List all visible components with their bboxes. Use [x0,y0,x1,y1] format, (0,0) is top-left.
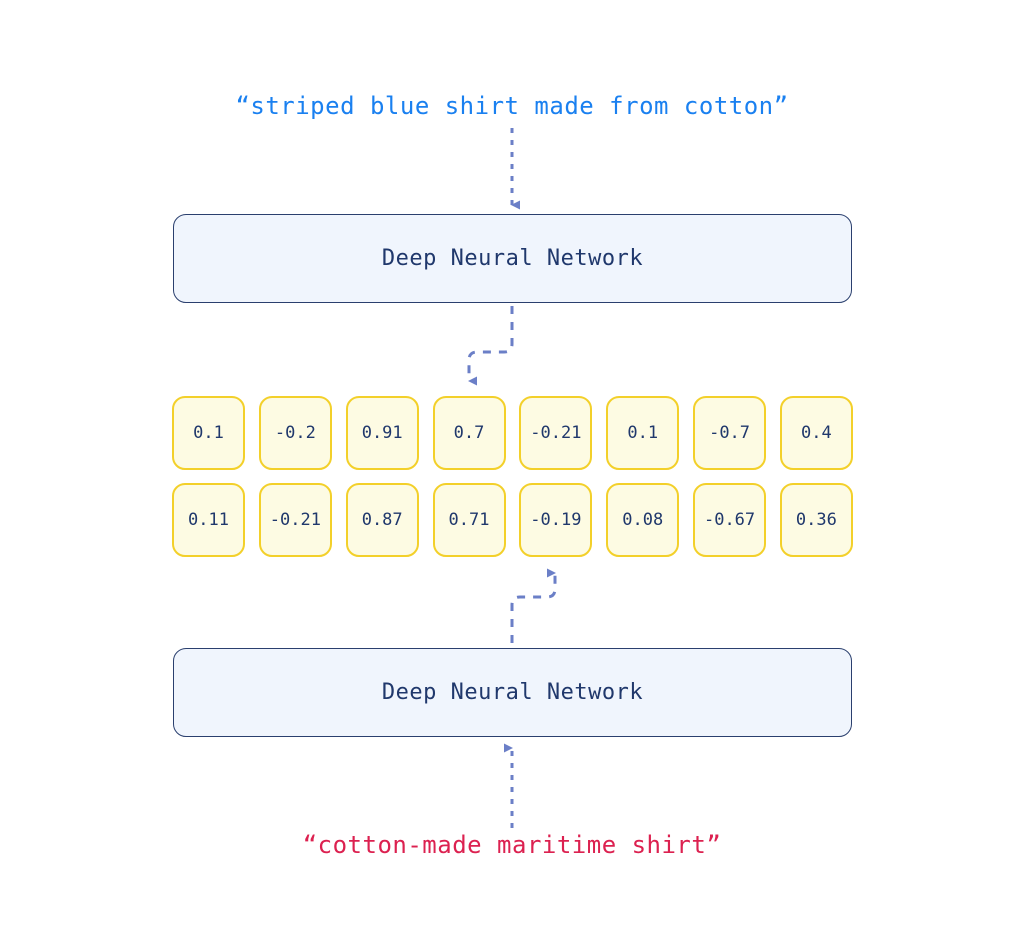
vector-cell: 0.08 [606,483,680,557]
vector-cell: -0.2 [258,396,332,470]
vector-cell: -0.21 [258,483,332,557]
embedding-vector-row-top: 0.1 -0.2 0.91 0.7 -0.21 0.1 -0.7 0.4 [172,396,853,470]
vector-cell: -0.21 [519,396,593,470]
arrow-network-to-vector-row-1 [467,306,514,386]
embedding-vector-row-bottom: 0.11 -0.21 0.87 0.71 -0.19 0.08 -0.67 0.… [172,483,853,557]
vector-cell: -0.19 [519,483,593,557]
vector-cell: 0.91 [345,396,419,470]
network-box-bottom: Deep Neural Network [173,648,852,737]
vector-cell: 0.71 [432,483,506,557]
vector-cell: 0.4 [779,396,853,470]
network-box-top-label: Deep Neural Network [381,246,644,271]
vector-cell: 0.11 [172,483,245,557]
vector-cell: -0.67 [693,483,767,557]
vector-cell: 0.7 [432,396,506,470]
top-input-caption: “striped blue shirt made from cotton” [235,92,789,120]
network-box-top: Deep Neural Network [173,214,852,303]
vector-cell: 0.36 [779,483,853,557]
arrow-vector-row-2-to-network [510,568,557,643]
bottom-input-caption: “cotton-made maritime shirt” [302,831,722,859]
vector-cell: -0.7 [693,396,767,470]
vector-cell: 0.1 [172,396,245,470]
vector-cell: 0.1 [606,396,680,470]
vector-cell: 0.87 [345,483,419,557]
network-box-bottom-label: Deep Neural Network [381,680,644,705]
